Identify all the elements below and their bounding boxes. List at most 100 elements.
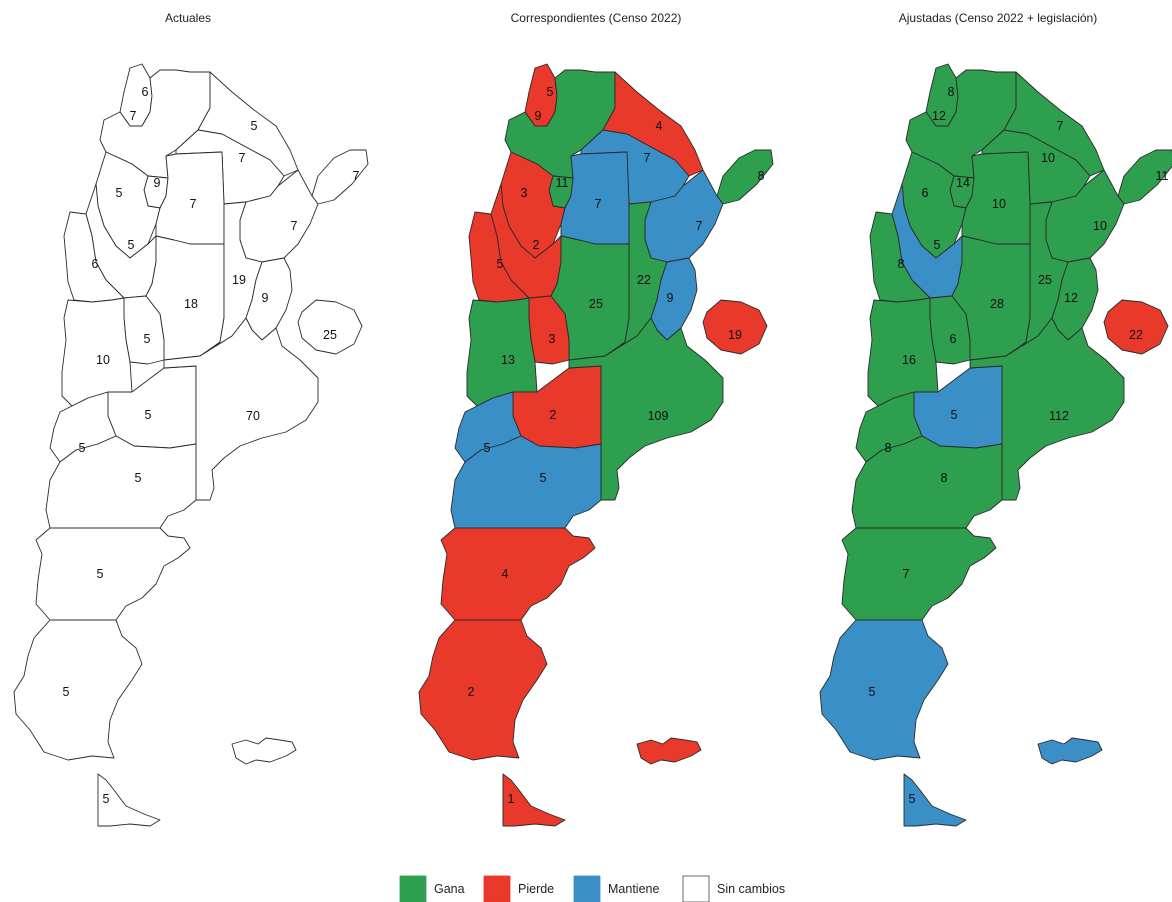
seat-label-lapampa: 5 — [145, 408, 152, 422]
legend-swatch — [573, 875, 601, 902]
legend-label: Gana — [434, 882, 465, 896]
seat-label-tucuman: 14 — [956, 176, 970, 190]
seat-label-misiones: 7 — [353, 169, 360, 183]
seat-label-salta: 12 — [932, 109, 946, 123]
seat-label-sanjuan: 6 — [92, 257, 99, 271]
seat-label-cordoba: 18 — [184, 297, 198, 311]
seat-label-caba: 19 — [728, 328, 742, 342]
province-misiones — [716, 149, 774, 205]
panel-title: Ajustadas (Censo 2022 + legislación) — [899, 11, 1097, 25]
legend-item-sin: Sin cambios — [682, 875, 785, 902]
seat-label-rionegro: 8 — [941, 471, 948, 485]
seat-label-chubut: 5 — [97, 567, 104, 581]
map-panel-ajustadas: Ajustadas (Censo 2022 + legislación)8127… — [819, 11, 1172, 827]
seat-label-buenosaires: 112 — [1049, 409, 1069, 423]
seat-label-chaco: 7 — [644, 151, 651, 165]
province-mendoza — [466, 297, 538, 407]
seat-label-catamarca: 5 — [116, 186, 123, 200]
legend-item-pierde: Pierde — [483, 875, 554, 902]
seat-label-caba: 25 — [323, 328, 337, 342]
seat-label-lapampa: 2 — [550, 408, 557, 422]
legend-swatch — [399, 875, 427, 902]
seat-label-santacruz: 2 — [468, 685, 475, 699]
seat-label-chaco: 10 — [1041, 151, 1055, 165]
seat-label-mendoza: 16 — [902, 353, 916, 367]
seat-label-sanluis: 5 — [144, 332, 151, 346]
seat-label-sanjuan: 8 — [898, 257, 905, 271]
seat-label-tierradelfuego: 1 — [508, 792, 515, 806]
province-tierradelfuego — [502, 773, 566, 827]
seat-label-misiones: 8 — [758, 169, 765, 183]
province-malvinas — [231, 737, 297, 765]
seat-label-santiago: 7 — [190, 197, 197, 211]
province-caba — [1103, 299, 1169, 355]
seat-label-sanluis: 6 — [950, 332, 957, 346]
map-panel-correspondientes: Correspondientes (Censo 2022)59478113772… — [418, 11, 774, 827]
province-caba — [702, 299, 768, 355]
legend-label: Pierde — [518, 882, 554, 896]
seat-label-corrientes: 7 — [291, 219, 298, 233]
seat-label-misiones: 11 — [1156, 169, 1169, 183]
panel-title: Actuales — [165, 11, 211, 25]
seat-label-catamarca: 3 — [521, 186, 528, 200]
seat-label-sanluis: 3 — [549, 332, 556, 346]
seat-label-tucuman: 11 — [556, 176, 569, 190]
seat-label-caba: 22 — [1129, 328, 1143, 342]
seat-label-cordoba: 25 — [589, 297, 603, 311]
seat-label-santacruz: 5 — [869, 685, 876, 699]
province-caba — [297, 299, 363, 355]
seat-label-santafe: 22 — [637, 273, 651, 287]
seat-label-formosa: 4 — [656, 119, 663, 133]
seat-label-chaco: 7 — [239, 151, 246, 165]
seat-label-corrientes: 7 — [696, 219, 703, 233]
legend-label: Mantiene — [608, 882, 659, 896]
seat-label-entrerios: 12 — [1064, 291, 1078, 305]
seat-label-santiago: 10 — [992, 197, 1006, 211]
seat-label-neuquen: 5 — [484, 441, 491, 455]
seat-label-rionegro: 5 — [540, 471, 547, 485]
seat-label-chubut: 7 — [903, 567, 910, 581]
seat-label-larioja: 5 — [128, 238, 135, 252]
seat-label-catamarca: 6 — [922, 186, 929, 200]
province-tierradelfuego — [903, 773, 967, 827]
seat-label-jujuy: 5 — [547, 85, 554, 99]
seat-label-cordoba: 28 — [990, 297, 1004, 311]
province-chubut — [35, 527, 191, 621]
province-chubut — [841, 527, 997, 621]
province-malvinas — [636, 737, 702, 765]
seat-label-jujuy: 6 — [142, 85, 149, 99]
legend: Gana Pierde Mantiene Sin cambios — [399, 875, 785, 902]
seat-label-jujuy: 8 — [948, 85, 955, 99]
seat-label-neuquen: 8 — [885, 441, 892, 455]
province-santacruz — [13, 619, 143, 761]
province-mendoza — [867, 297, 939, 407]
seat-label-tierradelfuego: 5 — [909, 792, 916, 806]
seat-label-tierradelfuego: 5 — [103, 792, 110, 806]
seat-label-larioja: 2 — [533, 238, 540, 252]
province-chubut — [440, 527, 596, 621]
seat-label-formosa: 5 — [251, 119, 258, 133]
seat-label-formosa: 7 — [1057, 119, 1064, 133]
panel-title: Correspondientes (Censo 2022) — [511, 11, 682, 25]
seat-label-mendoza: 10 — [96, 353, 110, 367]
seat-label-salta: 9 — [535, 109, 542, 123]
province-santacruz — [418, 619, 548, 761]
seat-label-sanjuan: 5 — [497, 257, 504, 271]
legend-item-mantiene: Mantiene — [573, 875, 659, 902]
seat-label-santacruz: 5 — [63, 685, 70, 699]
legend-swatch — [483, 875, 511, 902]
legend-swatch — [682, 875, 710, 902]
seat-label-buenosaires: 109 — [648, 409, 669, 423]
seat-label-santafe: 19 — [232, 273, 246, 287]
seat-label-corrientes: 10 — [1093, 219, 1107, 233]
province-santacruz — [819, 619, 949, 761]
province-misiones — [311, 149, 369, 205]
seat-label-mendoza: 13 — [501, 353, 515, 367]
seat-label-chubut: 4 — [502, 567, 509, 581]
seat-label-lapampa: 5 — [951, 408, 958, 422]
seat-label-entrerios: 9 — [667, 291, 674, 305]
seat-label-santiago: 7 — [595, 197, 602, 211]
